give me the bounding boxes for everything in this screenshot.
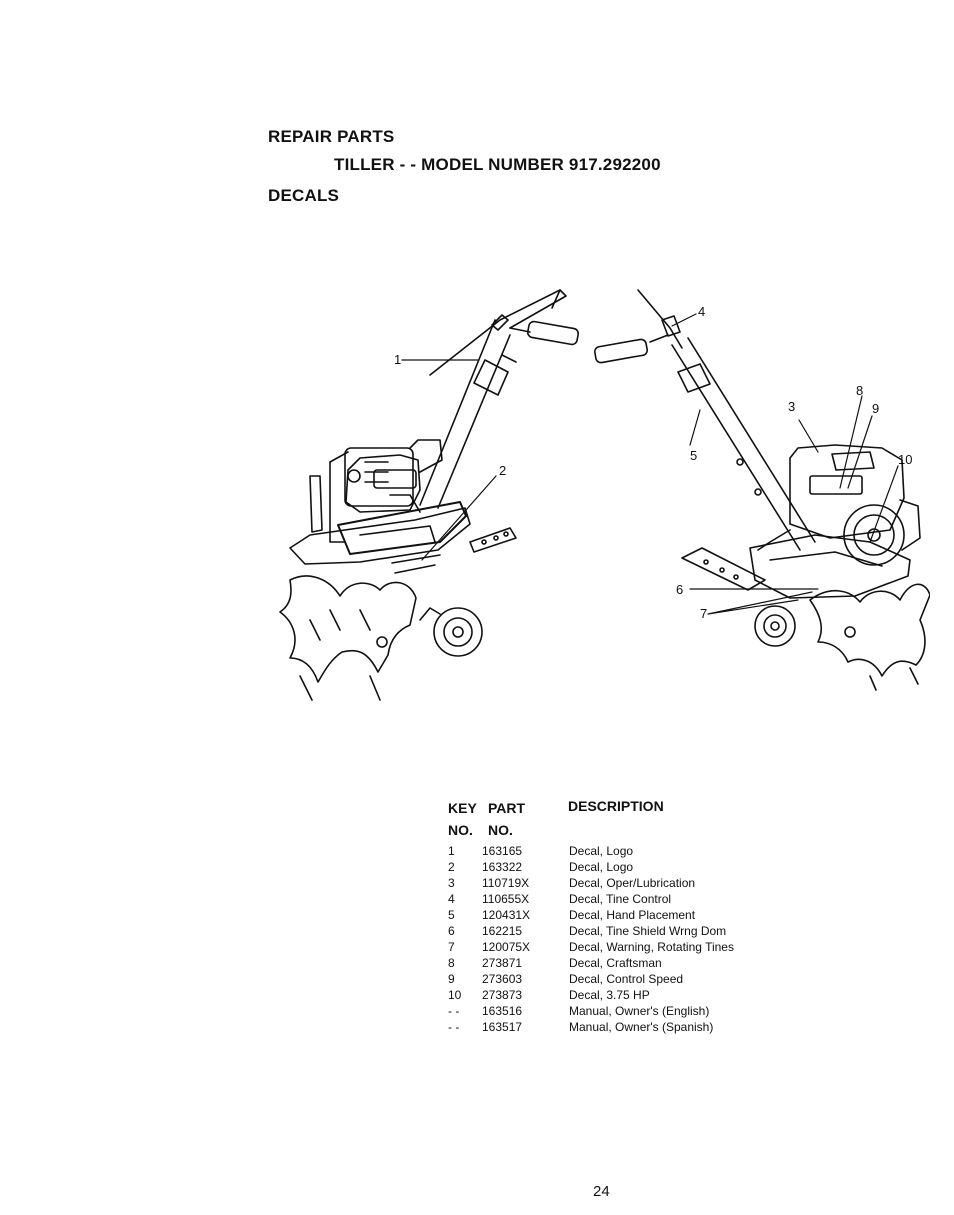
section-title: REPAIR PARTS xyxy=(268,127,395,146)
part-no-cell: 110655X xyxy=(482,892,530,906)
table-row: 1 163165 Decal, Logo xyxy=(448,843,788,859)
part-no-cell: 163322 xyxy=(482,860,523,874)
model-title: TILLER - - MODEL NUMBER 917.292200 xyxy=(334,155,661,174)
key-no-cell: 3 xyxy=(448,876,455,890)
part-no-cell: 273871 xyxy=(482,956,523,970)
page-number: 24 xyxy=(593,1183,610,1200)
table-row: 5 120431X Decal, Hand Placement xyxy=(448,907,788,923)
table-row: 2 163322 Decal, Logo xyxy=(448,859,788,875)
description-cell: Decal, Logo xyxy=(569,860,634,874)
key-no-cell: 2 xyxy=(448,860,455,874)
key-no-cell: 10 xyxy=(448,988,462,1002)
tiller-decal-illustration: 1 2 3 4 5 6 7 8 9 10 xyxy=(279,289,930,701)
col-part-header-bottom: NO. xyxy=(488,822,513,838)
description-cell: Decal, 3.75 HP xyxy=(569,988,650,1002)
subsection-title: DECALS xyxy=(268,186,340,205)
col-key-header-top: KEY xyxy=(448,800,477,816)
right-tiller-drawing xyxy=(593,289,930,691)
description-cell: Decal, Hand Placement xyxy=(569,908,696,922)
callout-8: 8 xyxy=(856,383,863,398)
callout-3: 3 xyxy=(788,399,795,414)
table-row: 8 273871 Decal, Craftsman xyxy=(448,955,788,971)
description-cell: Decal, Tine Shield Wrng Dom xyxy=(569,924,727,938)
callout-leaders xyxy=(401,313,899,615)
callout-6: 6 xyxy=(676,582,683,597)
description-cell: Decal, Craftsman xyxy=(569,956,662,970)
table-row: - - 163516 Manual, Owner's (English) xyxy=(448,1003,788,1019)
callout-7: 7 xyxy=(700,606,707,621)
callout-1: 1 xyxy=(394,352,401,367)
key-no-cell: - - xyxy=(448,1020,460,1034)
part-no-cell: 273603 xyxy=(482,972,523,986)
key-no-cell: 8 xyxy=(448,956,455,970)
key-no-cell: 6 xyxy=(448,924,455,938)
key-no-cell: - - xyxy=(448,1004,460,1018)
key-no-cell: 1 xyxy=(448,844,455,858)
table-row: 9 273603 Decal, Control Speed xyxy=(448,971,788,987)
part-no-cell: 110719X xyxy=(482,876,530,890)
table-row: - - 163517 Manual, Owner's (Spanish) xyxy=(448,1019,788,1035)
description-cell: Decal, Oper/Lubrication xyxy=(569,876,696,890)
callout-5: 5 xyxy=(690,448,697,463)
description-cell: Decal, Control Speed xyxy=(569,972,684,986)
col-key-header-bottom: NO. xyxy=(448,822,473,838)
key-no-cell: 5 xyxy=(448,908,455,922)
key-no-cell: 9 xyxy=(448,972,455,986)
callout-2: 2 xyxy=(499,463,506,478)
part-no-cell: 273873 xyxy=(482,988,523,1002)
description-cell: Decal, Warning, Rotating Tines xyxy=(569,940,734,954)
callout-4: 4 xyxy=(698,304,705,319)
table-row: 6 162215 Decal, Tine Shield Wrng Dom xyxy=(448,923,788,939)
key-no-cell: 7 xyxy=(448,940,455,954)
col-part-header-top: PART xyxy=(488,800,526,816)
part-no-cell: 163517 xyxy=(482,1020,523,1034)
part-no-cell: 120075X xyxy=(482,940,531,954)
callout-10: 10 xyxy=(898,452,912,467)
part-no-cell: 163165 xyxy=(482,844,523,858)
description-cell: Decal, Tine Control xyxy=(569,892,672,906)
table-row: 4 110655X Decal, Tine Control xyxy=(448,891,788,907)
part-no-cell: 163516 xyxy=(482,1004,523,1018)
part-no-cell: 120431X xyxy=(482,908,531,922)
table-row: 3 110719X Decal, Oper/Lubrication xyxy=(448,875,788,891)
description-cell: Decal, Logo xyxy=(569,844,634,858)
description-cell: Manual, Owner's (Spanish) xyxy=(569,1020,714,1034)
col-desc-header: DESCRIPTION xyxy=(568,798,664,814)
key-no-cell: 4 xyxy=(448,892,455,906)
part-no-cell: 162215 xyxy=(482,924,523,938)
callout-9: 9 xyxy=(872,401,879,416)
description-cell: Manual, Owner's (English) xyxy=(569,1004,710,1018)
table-row: 10 273873 Decal, 3.75 HP xyxy=(448,987,788,1003)
left-tiller-drawing xyxy=(279,289,580,701)
table-row: 7 120075X Decal, Warning, Rotating Tines xyxy=(448,939,788,955)
